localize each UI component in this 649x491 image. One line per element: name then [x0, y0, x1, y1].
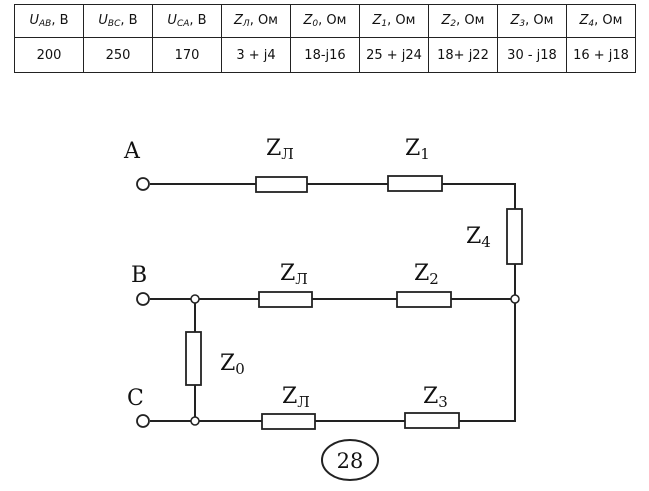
resistor-z4: [506, 208, 523, 265]
table-header-row: UAB, В UBC, В UCA, В ZЛ, Ом Z0, Ом Z1, О…: [14, 4, 636, 38]
label-phase-b: B: [131, 263, 147, 288]
label-z-line-b: ZЛ: [280, 261, 308, 288]
header-z1: Z1, Ом: [359, 4, 429, 38]
value-z2: 18+ j22: [428, 37, 498, 73]
wire-phase-a: [150, 183, 516, 209]
label-z-line-c: ZЛ: [282, 384, 310, 411]
resistor-z2: [396, 291, 452, 308]
label-z3: Z3: [423, 384, 448, 411]
wire-right-vertical: [460, 299, 516, 422]
label-z2: Z2: [414, 261, 439, 288]
resistor-z1: [387, 175, 443, 192]
value-u-bc: 250: [83, 37, 153, 73]
terminal-b: [136, 292, 150, 306]
label-z-line-a: ZЛ: [266, 136, 294, 163]
node-right: [510, 294, 520, 304]
label-z0: Z0: [220, 351, 245, 378]
node-b-neutral: [190, 294, 200, 304]
header-u-bc: UBC, В: [83, 4, 153, 38]
parameters-table: UAB, В UBC, В UCA, В ZЛ, Ом Z0, Ом Z1, О…: [14, 4, 636, 73]
header-z4: Z4, Ом: [566, 4, 636, 38]
terminal-c: [136, 414, 150, 428]
header-u-ab: UAB, В: [14, 4, 84, 38]
terminal-a: [136, 177, 150, 191]
value-z1: 25 + j24: [359, 37, 429, 73]
value-z-line: 3 + j4: [221, 37, 291, 73]
variant-ellipse: [321, 439, 379, 481]
label-phase-a: A: [123, 139, 141, 164]
variant-number: 28: [337, 449, 364, 473]
value-z0: 18-j16: [290, 37, 360, 73]
header-z-line: ZЛ, Ом: [221, 4, 291, 38]
label-phase-c: C: [127, 386, 144, 411]
resistor-z0: [185, 331, 202, 386]
resistor-z-line-a: [255, 176, 308, 193]
label-z4: Z4: [466, 224, 491, 251]
resistor-z3: [404, 412, 460, 429]
resistor-z-line-b: [258, 291, 313, 308]
node-c-neutral: [190, 416, 200, 426]
value-z4: 16 + j18: [566, 37, 636, 73]
table-values-row: 200 250 170 3 + j4 18-j16 25 + j24 18+ j…: [14, 37, 636, 73]
resistor-z-line-c: [261, 413, 316, 430]
value-u-ab: 200: [14, 37, 84, 73]
value-z3: 30 - j18: [497, 37, 567, 73]
wires: [150, 183, 516, 422]
header-z0: Z0, Ом: [290, 4, 360, 38]
label-z1: Z1: [405, 136, 430, 163]
